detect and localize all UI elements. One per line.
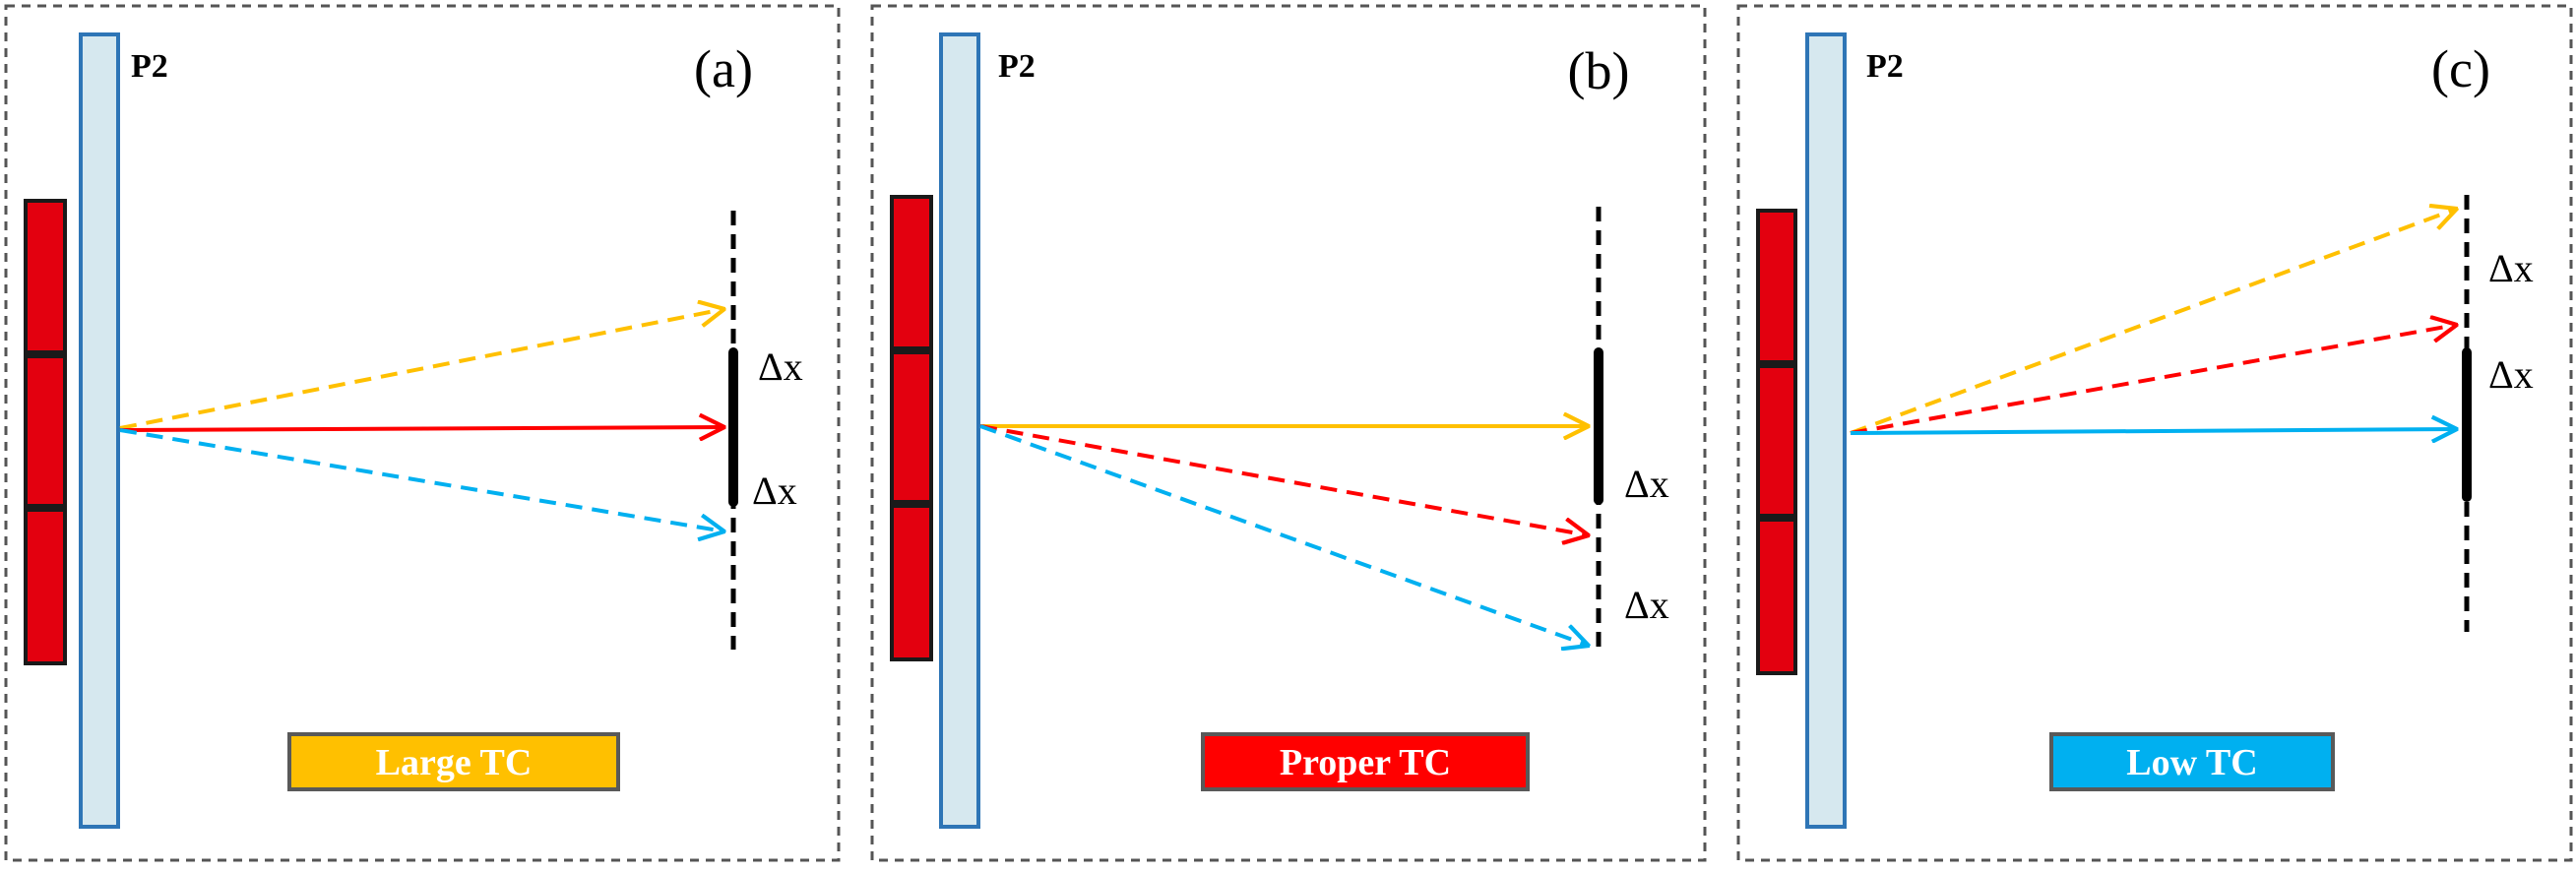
panel-letter: (b) [1568,41,1630,100]
tc-badge-label: Large TC [376,742,533,783]
delta-x-label: Δx [2488,246,2534,290]
panel-a: P2 (a) Δx Δx Large TC [4,4,841,862]
tc-badge [2049,732,2335,791]
panel-frame [1736,4,2573,862]
plate-label: P2 [1866,48,1904,85]
element-cell [24,508,67,665]
panel-frame [870,4,1707,862]
element-cell [24,199,67,354]
element-stack [890,195,933,661]
delta-x-label: Δx [2488,352,2534,397]
element-cell [890,504,933,661]
delta-x-label: Δx [1624,583,1669,627]
delta-x-label: Δx [758,344,803,389]
ray-large-tc [119,309,724,430]
tc-badge-label: Proper TC [1280,742,1451,783]
panel-b: P2 (b) Δx Δx Proper TC [870,4,1707,862]
panel-letter: (c) [2431,39,2490,98]
delta-x-label: Δx [752,468,797,513]
ray-large-tc [1850,209,2457,435]
plate-label: P2 [131,48,168,85]
plate-p2 [1805,32,1847,829]
ray-proper-tc [119,427,724,430]
tc-badge [287,732,620,791]
ray-low-tc [979,424,1589,646]
element-cell [890,195,933,350]
tc-badge [1201,732,1530,791]
ray-low-tc [119,428,724,531]
element-stack [1756,209,1797,675]
element-cell [1756,364,1797,518]
ray-proper-tc [1850,325,2457,435]
element-stack [24,199,67,665]
element-cell [890,350,933,504]
ray-low-tc [1850,429,2457,433]
ray-proper-tc [979,424,1589,535]
plate-p2 [79,32,120,829]
element-cell [24,354,67,508]
tc-badge-label: Low TC [2126,742,2257,783]
panel-letter: (a) [694,39,753,98]
plate-p2 [939,32,980,829]
plate-label: P2 [998,48,1036,85]
panel-c: P2 (c) Δx Δx Low TC [1736,4,2573,862]
delta-x-label: Δx [1624,462,1669,506]
element-cell [1756,518,1797,675]
panel-frame [4,4,841,862]
element-cell [1756,209,1797,364]
